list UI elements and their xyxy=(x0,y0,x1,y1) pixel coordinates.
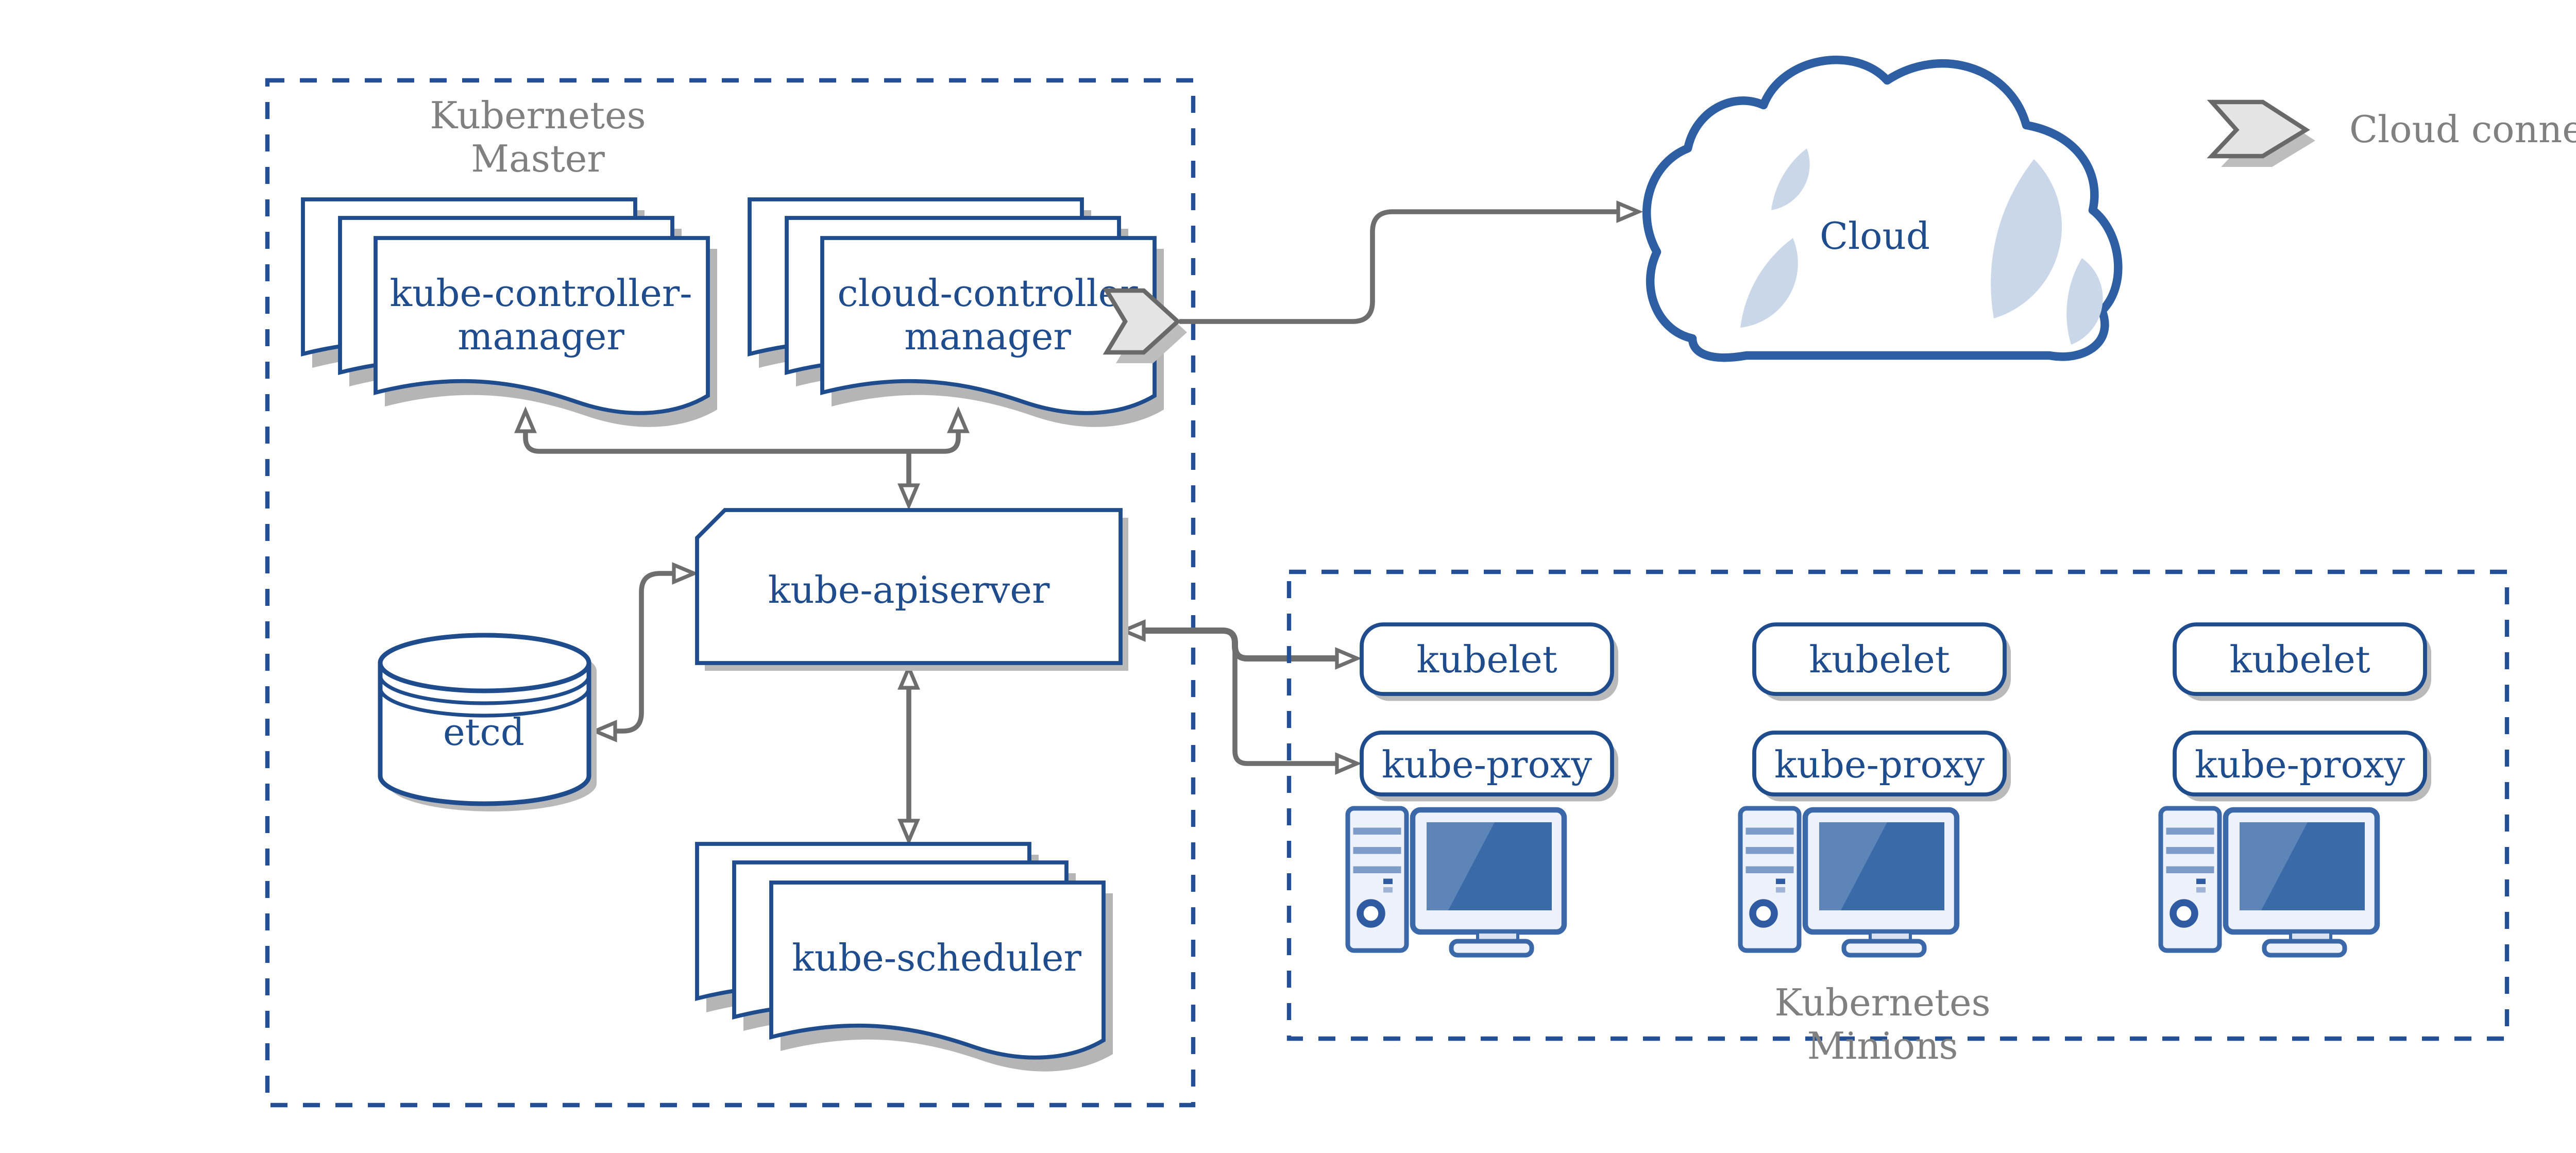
cloud-connector-wire xyxy=(1179,209,1618,324)
computer-icon xyxy=(2158,806,2380,958)
kube-proxy-label: kube-proxy xyxy=(1382,743,1592,786)
document-front-icon xyxy=(769,880,1106,1060)
kube-apiserver-node: kube-apiserver xyxy=(695,508,1128,671)
monitor-screen-highlight xyxy=(2240,822,2308,910)
arrowhead-into-etcd xyxy=(590,720,617,742)
apiserver-card-icon xyxy=(695,508,1123,665)
kube-controller-manager-label-line2: manager xyxy=(457,315,624,358)
master-label-line2: Master xyxy=(471,137,605,180)
arrowhead-into-apiserver-right xyxy=(1118,619,1146,642)
arrowhead-into-kubelet xyxy=(1335,647,1362,670)
document-front-icon xyxy=(374,236,710,415)
kube-controller-manager-label-line1: kube-controller- xyxy=(389,272,692,315)
etcd-node: etcd xyxy=(378,633,597,811)
computer-icon xyxy=(1738,806,1960,958)
kube-proxy-box xyxy=(1360,731,1614,796)
legend-chevron-icon xyxy=(2207,99,2310,159)
cloud-controller-manager-label-line2: manager xyxy=(904,315,1071,358)
kube-proxy-label: kube-proxy xyxy=(2195,743,2405,786)
monitor-base xyxy=(1841,939,1927,958)
tower-button xyxy=(2196,887,2206,893)
kube-proxy-box xyxy=(2173,731,2427,796)
tower-stripe xyxy=(1353,847,1401,854)
controllers-apiserver-connector xyxy=(523,431,961,454)
tower-button xyxy=(1776,887,1785,893)
tower-stripe xyxy=(2166,827,2214,835)
tower-stripe xyxy=(1353,866,1401,873)
master-label-line1: Kubernetes xyxy=(430,94,646,137)
cloud-sliver xyxy=(1771,148,1810,210)
apiserver-kubelet-connector xyxy=(1144,628,1337,662)
arrowhead-into-cloud-controller-manager xyxy=(947,406,970,433)
kubelet-label: kubelet xyxy=(1416,638,1557,681)
tower-stripe xyxy=(1745,866,1794,873)
tower-stripe xyxy=(1353,827,1401,835)
cloud-sliver xyxy=(1740,238,1798,328)
tower-power-icon xyxy=(1749,899,1778,928)
minions-label-line2: Minions xyxy=(1807,1024,1958,1067)
document-front-icon xyxy=(820,236,1157,415)
tower-button xyxy=(1776,878,1785,884)
apiserver-kubeproxy-connector xyxy=(1232,645,1337,766)
tower-button xyxy=(1383,878,1393,884)
tower-stripe xyxy=(2166,866,2214,873)
legend: Cloud connector xyxy=(2207,99,2576,167)
kubelet-box xyxy=(1360,622,1614,696)
arrowhead-into-kube-controller-manager xyxy=(514,406,537,433)
kube-scheduler-stack: kube-scheduler xyxy=(695,842,1113,1072)
kube-scheduler-label: kube-scheduler xyxy=(792,936,1081,979)
etcd-label: etcd xyxy=(443,710,524,754)
kubernetes-master-box xyxy=(265,78,1196,1108)
tower-stripe xyxy=(1745,827,1794,835)
tower-button xyxy=(2196,878,2206,884)
tower-stripe xyxy=(2166,847,2214,854)
tower-button xyxy=(1383,887,1393,893)
minion-node-3: kubelet kube-proxy xyxy=(2158,622,2431,958)
minion-node-1: kubelet kube-proxy xyxy=(1345,622,1618,958)
monitor-screen-highlight xyxy=(1819,822,1887,910)
minion-node-2: kubelet kube-proxy xyxy=(1738,622,2011,958)
arrowhead-into-kube-proxy xyxy=(1335,752,1362,775)
tower-stripe xyxy=(1745,847,1794,854)
kube-controller-manager-stack: kube-controller- manager xyxy=(301,197,717,427)
database-rim-line xyxy=(378,687,591,718)
arrowhead-into-scheduler xyxy=(897,819,920,846)
arrowhead-into-apiserver-bottom xyxy=(897,663,920,690)
cloud-sliver xyxy=(2066,258,2103,345)
cloud-shape: Cloud xyxy=(1642,56,2123,362)
minions-label-line1: Kubernetes xyxy=(1774,981,1990,1024)
cloud-connector-chevron-icon xyxy=(1103,288,1181,355)
tower-power-icon xyxy=(1357,899,1385,928)
arrowhead-into-apiserver-top xyxy=(897,483,920,511)
database-rim-line xyxy=(378,675,591,705)
cloud-label: Cloud xyxy=(1820,214,1930,258)
cloud-controller-manager-label-line1: cloud-controller xyxy=(837,272,1138,315)
arrowhead-into-apiserver-left xyxy=(672,562,699,585)
cloud-sliver xyxy=(1991,159,2062,318)
cloud-controller-manager-stack: cloud-controller manager xyxy=(748,197,1187,427)
apiserver-etcd-connector xyxy=(615,571,674,734)
database-top-icon xyxy=(378,633,591,693)
kubelet-label: kubelet xyxy=(2229,638,2370,681)
arrowhead-into-cloud xyxy=(1616,200,1643,223)
kubelet-box xyxy=(2173,622,2427,696)
monitor-base xyxy=(1449,939,1534,958)
kube-proxy-label: kube-proxy xyxy=(1774,743,1985,786)
computer-icon xyxy=(1345,806,1567,958)
kubelet-box xyxy=(1752,622,2007,696)
kube-apiserver-label: kube-apiserver xyxy=(768,568,1050,612)
monitor-base xyxy=(2262,939,2347,958)
legend-label: Cloud connector xyxy=(2349,108,2576,151)
tower-power-icon xyxy=(2170,899,2198,928)
connectors xyxy=(514,200,1643,846)
kubelet-label: kubelet xyxy=(1809,638,1950,681)
monitor-screen-highlight xyxy=(1427,822,1495,910)
kube-proxy-box xyxy=(1752,731,2007,796)
